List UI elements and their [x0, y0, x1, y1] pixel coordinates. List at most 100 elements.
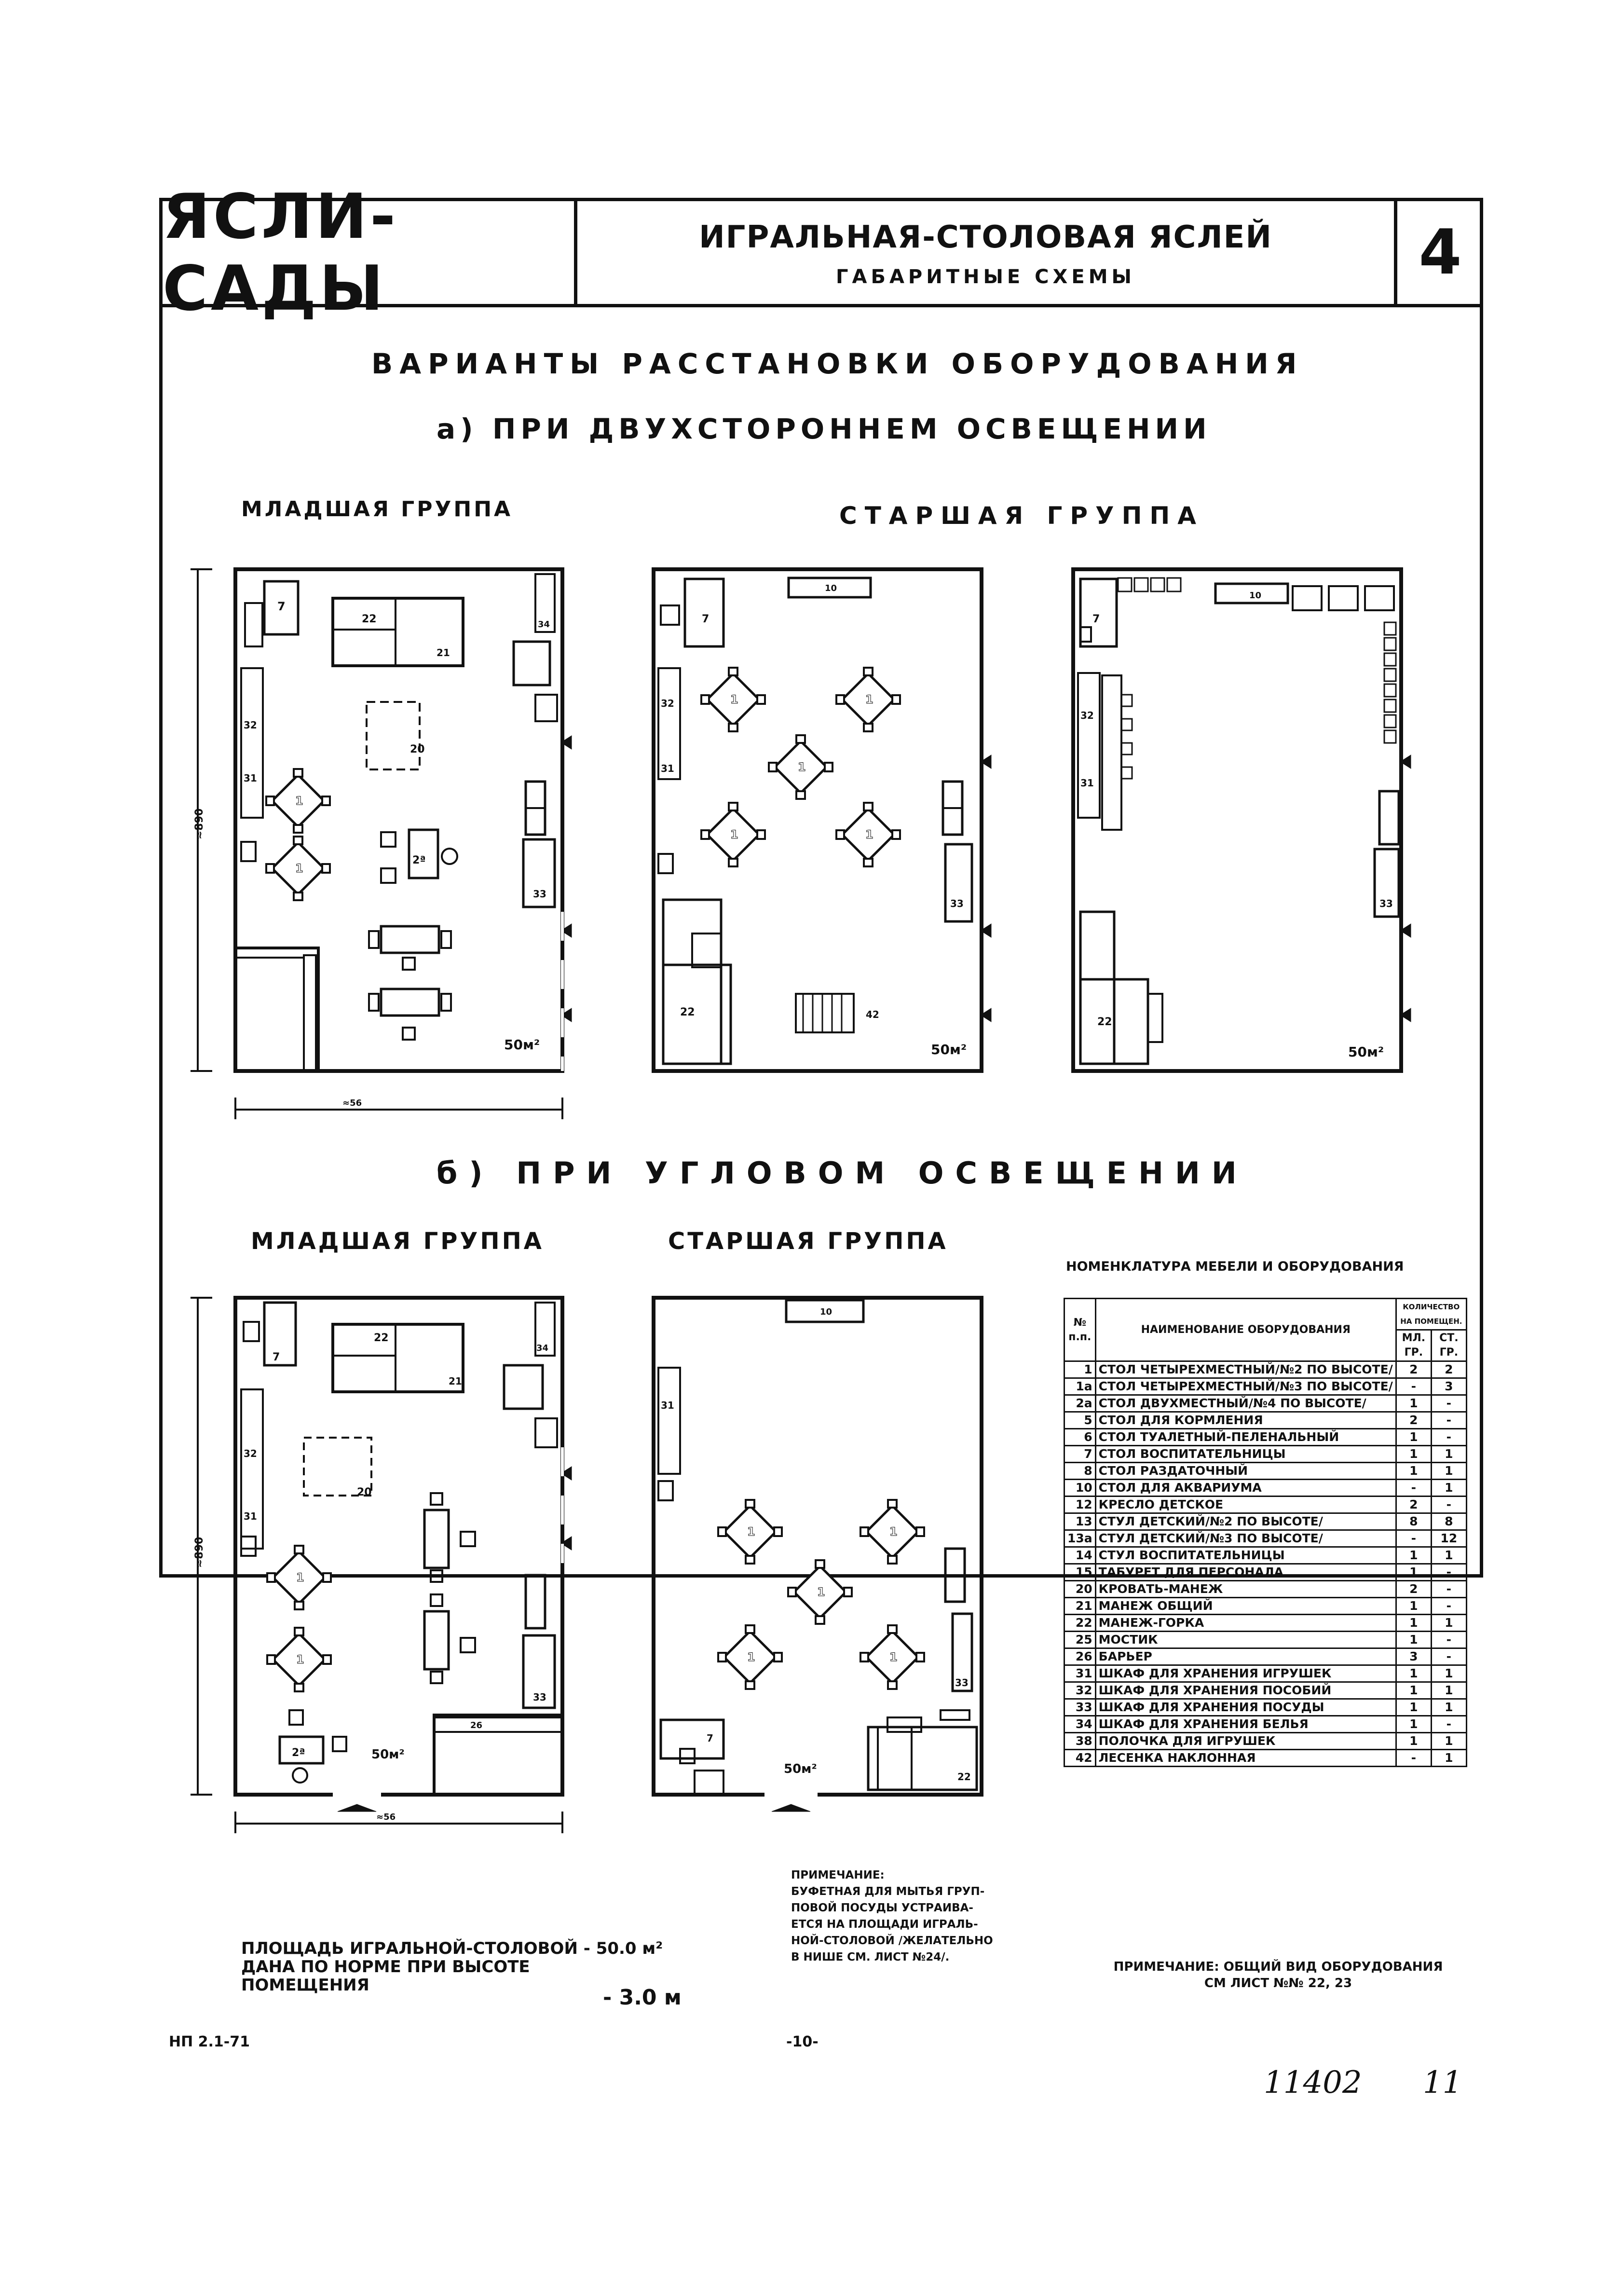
nomenclature-table: № п.п. НАИМЕНОВАНИЕ ОБОРУДОВАНИЯ КОЛИЧЕС…	[1064, 1298, 1467, 1767]
col-qty-header: КОЛИЧЕСТВО НА ПОМЕЩЕН.	[1395, 1298, 1467, 1331]
stamp-number: 11402	[1264, 2065, 1362, 2101]
plan-a-older2-area: 50м²	[1348, 1044, 1384, 1060]
plan-a-younger-area: 50м²	[504, 1037, 540, 1053]
row-number: 10	[1064, 1479, 1096, 1497]
col-number-header: № п.п.	[1064, 1298, 1096, 1362]
buffet-note-line: В НИШЕ СМ. ЛИСТ №24/.	[791, 1951, 950, 1963]
col-old-header: СТ. ГР.	[1430, 1329, 1467, 1362]
row-number: 34	[1064, 1715, 1096, 1733]
row-qty-young: 3	[1395, 1647, 1432, 1666]
row-qty-young: -	[1395, 1479, 1432, 1497]
svg-text:7: 7	[707, 1732, 713, 1744]
svg-text:32: 32	[244, 1448, 257, 1459]
row-qty-young: 1	[1395, 1546, 1432, 1565]
plan-b-younger: 7 22 21 34 32 31 20 33 2ª 26	[191, 1296, 572, 1833]
row-qty-young: 2	[1395, 1496, 1432, 1514]
row-qty-old: -	[1430, 1631, 1467, 1649]
buffet-note-title: ПРИМЕЧАНИЕ:	[791, 1869, 885, 1881]
svg-text:33: 33	[955, 1677, 969, 1689]
row-number: 14	[1064, 1546, 1096, 1565]
svg-text:31: 31	[1080, 777, 1094, 789]
nomenclature-footnote-line1: ПРИМЕЧАНИЕ: ОБЩИЙ ВИД ОБОРУДОВАНИЯ	[1113, 1960, 1443, 1974]
plan-a-younger: 7 22 21 34 32 31 20 2ª 33	[191, 567, 572, 1119]
row-qty-old: -	[1430, 1394, 1467, 1413]
variant-b-older-caption: СТАРШАЯ ГРУППА	[668, 1228, 948, 1255]
row-number: 15	[1064, 1563, 1096, 1581]
row-number: 21	[1064, 1597, 1096, 1615]
plan-a-dim-vertical: ≈890	[193, 809, 205, 839]
nomenclature-footnote-line2: СМ ЛИСТ №№ 22, 23	[1204, 1976, 1352, 1991]
row-qty-old: 1	[1430, 1749, 1467, 1767]
row-name: СТОЛ ДЛЯ АКВАРИУМА	[1094, 1479, 1397, 1497]
row-name: ЛЕСЕНКА НАКЛОННАЯ	[1094, 1749, 1397, 1767]
area-note: ПЛОЩАДЬ ИГРАЛЬНОЙ-СТОЛОВОЙ - 50.0 м² ДАН…	[241, 1939, 663, 1994]
row-qty-young: 1	[1395, 1715, 1432, 1733]
row-qty-old: 1	[1430, 1664, 1467, 1683]
svg-text:21: 21	[449, 1375, 462, 1387]
row-qty-old: 1	[1430, 1479, 1467, 1497]
section-title: ВАРИАНТЫ РАССТАНОВКИ ОБОРУДОВАНИЯ	[371, 347, 1304, 380]
row-number: 7	[1064, 1445, 1096, 1463]
area-note-line3: ПОМЕЩЕНИЯ	[241, 1976, 369, 1995]
row-qty-old: -	[1430, 1411, 1467, 1429]
buffet-note: ПРИМЕЧАНИЕ: БУФЕТНАЯ ДЛЯ МЫТЬЯ ГРУП- ПОВ…	[791, 1867, 993, 1965]
row-name: СТОЛ ДВУХМЕСТНЫЙ/№4 ПО ВЫСОТЕ/	[1094, 1394, 1397, 1413]
row-name: ШКАФ ДЛЯ ХРАНЕНИЯ ПОСОБИЙ	[1094, 1681, 1397, 1700]
svg-text:22: 22	[957, 1771, 971, 1783]
svg-text:20: 20	[410, 743, 425, 755]
svg-text:42: 42	[866, 1009, 879, 1020]
variant-b-label: б) ПРИ УГЛОВОМ ОСВЕЩЕНИИ	[437, 1155, 1248, 1191]
row-number: 13	[1064, 1512, 1096, 1531]
row-qty-old: 1	[1430, 1462, 1467, 1480]
svg-text:22: 22	[1097, 1016, 1112, 1028]
nomenclature-title: НОМЕНКЛАТУРА МЕБЕЛИ И ОБОРУДОВАНИЯ	[1066, 1259, 1404, 1274]
row-qty-old: 12	[1430, 1529, 1467, 1548]
footer-code: НП 2.1-71	[169, 2033, 250, 2050]
row-name: ШКАФ ДЛЯ ХРАНЕНИЯ ПОСУДЫ	[1094, 1698, 1397, 1716]
row-number: 12	[1064, 1496, 1096, 1514]
svg-text:7: 7	[277, 600, 286, 613]
row-qty-old: 2	[1430, 1360, 1467, 1379]
title-block: ЯСЛИ-САДЫ ИГРАЛЬНАЯ-СТОЛОВАЯ ЯСЛЕЙ ГАБАР…	[163, 181, 1480, 325]
row-qty-young: 1	[1395, 1597, 1432, 1615]
row-name: СТУЛ ДЕТСКИЙ/№3 ПО ВЫСОТЕ/	[1094, 1529, 1397, 1548]
row-qty-old: 1	[1430, 1681, 1467, 1700]
buffet-note-line: НОЙ-СТОЛОВОЙ /ЖЕЛАТЕЛЬНО	[791, 1935, 993, 1947]
row-number: 33	[1064, 1698, 1096, 1716]
row-qty-old: -	[1430, 1715, 1467, 1733]
svg-text:10: 10	[825, 583, 837, 593]
plan-b-dim-horizontal: ≈56	[376, 1812, 396, 1822]
row-number: 25	[1064, 1631, 1096, 1649]
row-name: СТОЛ РАЗДАТОЧНЫЙ	[1094, 1462, 1397, 1480]
row-qty-old: 1	[1430, 1732, 1467, 1750]
row-number: 31	[1064, 1664, 1096, 1683]
col-young-header: МЛ. ГР.	[1395, 1329, 1432, 1362]
row-qty-young: 1	[1395, 1462, 1432, 1480]
row-qty-young: -	[1395, 1377, 1432, 1396]
variant-a-older-caption: СТАРШАЯ ГРУППА	[839, 502, 1204, 530]
row-name: СТОЛ ЧЕТЫРЕХМЕСТНЫЙ/№2 ПО ВЫСОТЕ/	[1094, 1360, 1397, 1379]
row-qty-young: 1	[1395, 1445, 1432, 1463]
svg-text:33: 33	[1379, 898, 1393, 909]
row-number: 26	[1064, 1647, 1096, 1666]
plan-a-dim-horizontal: ≈56	[342, 1098, 362, 1108]
svg-text:31: 31	[244, 772, 257, 784]
area-note-line2: ДАНА ПО НОРМЕ ПРИ ВЫСОТЕ	[241, 1957, 530, 1977]
row-number: 6	[1064, 1428, 1096, 1446]
row-qty-young: 1	[1395, 1614, 1432, 1632]
plan-b-dim-vertical: ≈890	[193, 1537, 205, 1568]
row-qty-young: 1	[1395, 1664, 1432, 1683]
sheet-subtitle: ГАБАРИТНЫЕ СХЕМЫ	[836, 266, 1135, 288]
svg-text:21: 21	[437, 647, 450, 659]
row-number: 38	[1064, 1732, 1096, 1750]
row-qty-young: -	[1395, 1749, 1432, 1767]
